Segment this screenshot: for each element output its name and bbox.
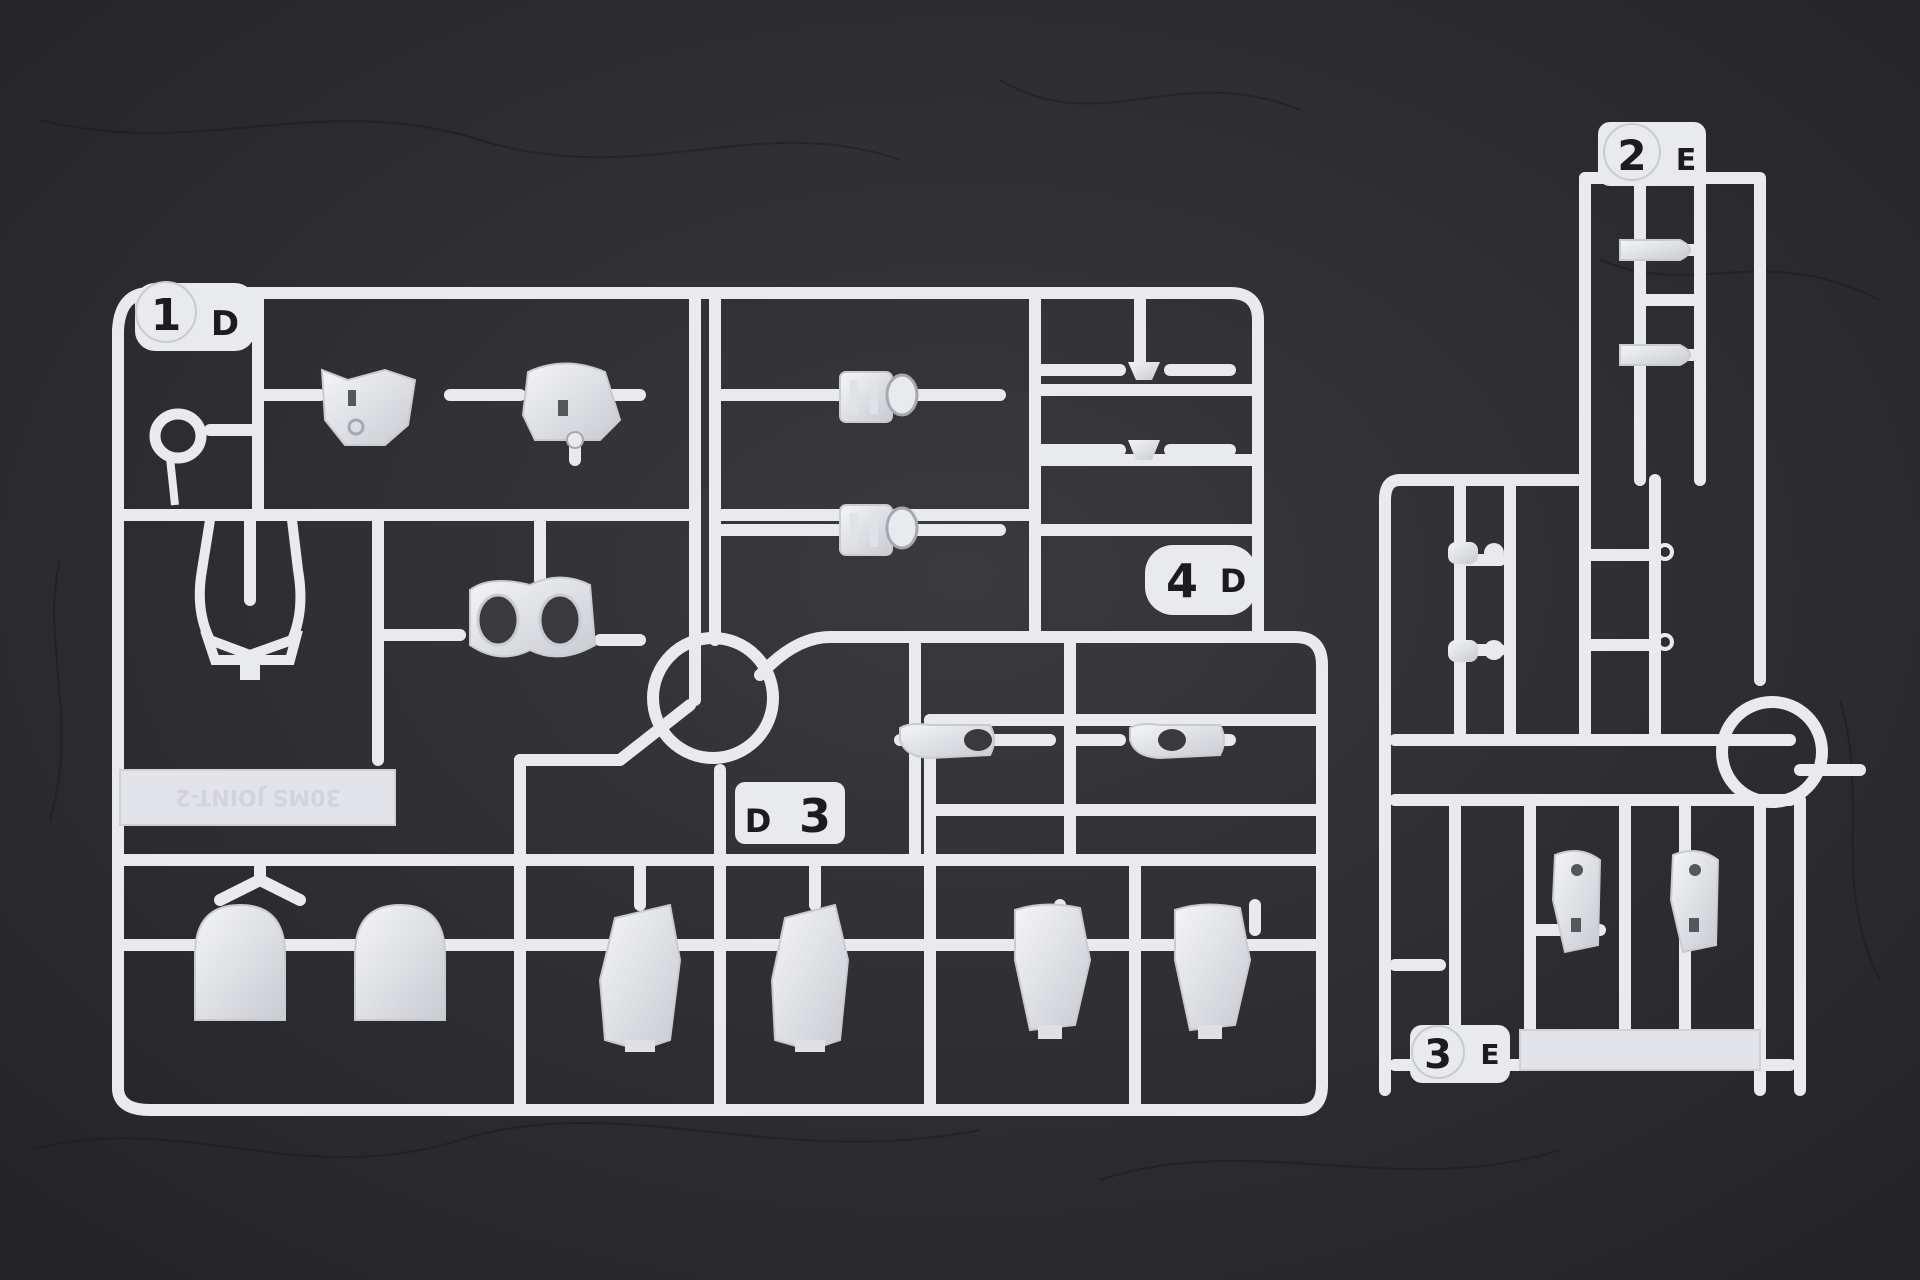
part-small-clip-1 — [1128, 362, 1160, 380]
tag-letter-D: D — [211, 304, 239, 344]
tag-letter-D-4: D — [1220, 562, 1247, 600]
part-hip-block — [469, 576, 597, 658]
part-peg-2 — [1448, 640, 1504, 662]
tag-letter-D-3: D — [745, 802, 772, 840]
tag-letter-E: E — [1676, 143, 1697, 178]
part-ring-small — [149, 408, 207, 506]
part-pin-2 — [1619, 344, 1691, 366]
part-shin-armor-2 — [1174, 903, 1252, 1039]
part-pin-1 — [1619, 239, 1691, 261]
part-dome-1 — [194, 903, 286, 1021]
runner-tag-1D: 1 D — [135, 281, 255, 351]
runner-tag-4D: 4 D — [1145, 545, 1257, 615]
runner-left: 1 D D 3 4 D 30MS JOINT-2 — [112, 281, 1328, 1116]
leather-creases — [29, 79, 1881, 1181]
part-hand-frame-1 — [1551, 850, 1602, 954]
tag-letter-E-3: E — [1480, 1038, 1499, 1071]
part-joint-2 — [839, 504, 919, 556]
part-peg-1 — [1448, 542, 1504, 564]
runner-tag-3E: 3 E — [1410, 1025, 1510, 1083]
part-ring-tiny-1 — [1656, 543, 1674, 561]
tag-number-3E: 3 — [1424, 1032, 1452, 1078]
part-foot-1 — [598, 903, 682, 1052]
tag-number-4: 4 — [1166, 554, 1198, 608]
tag-number-1: 1 — [151, 290, 182, 341]
tag-number-2: 2 — [1617, 131, 1646, 180]
part-ring-tiny-2 — [1656, 633, 1674, 651]
part-small-clip-2 — [1128, 440, 1160, 460]
runner-right: 2 E 3 E — [1379, 122, 1866, 1096]
runner-right-plate — [1519, 1029, 1761, 1071]
runner-left-frame — [112, 287, 1328, 1116]
part-shoulder-cap-2 — [521, 362, 622, 449]
runner-embossed-plate: 30MS JOINT-2 — [119, 769, 396, 826]
runner-tag-2E: 2 E — [1598, 122, 1706, 186]
tag-number-3: 3 — [799, 789, 831, 843]
part-joint-1 — [839, 371, 919, 423]
part-foot-2 — [770, 903, 850, 1052]
runner-hub-ring — [647, 632, 779, 764]
part-socket-2 — [1129, 723, 1225, 760]
part-hand-frame-2 — [1669, 850, 1720, 954]
part-socket-1 — [899, 723, 995, 760]
part-dome-2 — [354, 903, 446, 1021]
runner-right-hub-ring — [1716, 696, 1828, 808]
part-shoulder-cap-1 — [320, 368, 417, 446]
part-frame-bracket — [194, 519, 306, 680]
part-shin-armor-1 — [1014, 903, 1092, 1039]
runner-tag-3D: D 3 — [735, 782, 845, 844]
embossed-runner-text: 30MS JOINT-2 — [175, 784, 341, 809]
